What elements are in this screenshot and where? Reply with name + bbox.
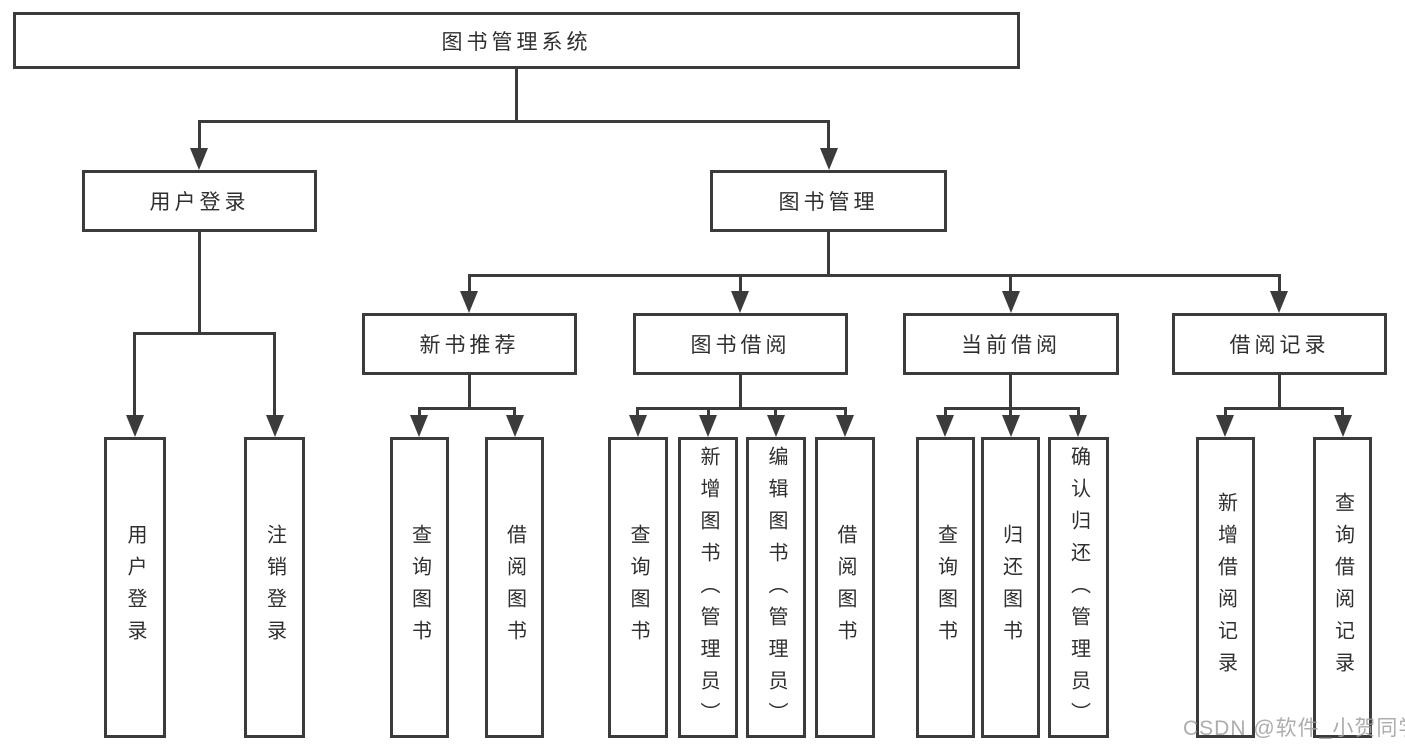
node-library-system: 图书管理系统 — [13, 12, 1020, 69]
connector-stem — [774, 407, 777, 417]
leaf-add-books-admin: 新增图书（管理员） — [678, 437, 738, 738]
arrowhead-down — [1069, 415, 1087, 437]
node-user-login: 用户登录 — [82, 170, 317, 232]
arrowhead-down — [820, 148, 838, 170]
connector-stem — [1341, 407, 1344, 417]
connector-stem — [133, 332, 136, 417]
connector-hline — [1224, 407, 1344, 410]
connector-stem — [418, 407, 421, 417]
leaf-edit-books-admin: 编辑图书（管理员） — [746, 437, 806, 738]
connector-stem — [636, 407, 639, 417]
arrowhead-down — [629, 415, 647, 437]
connector-vline — [827, 232, 830, 277]
arrowhead-down — [1334, 415, 1352, 437]
connector-hline — [468, 274, 1281, 277]
arrowhead-down — [936, 415, 954, 437]
arrowhead-down — [506, 415, 524, 437]
leaf-borrow-books: 借阅图书 — [815, 437, 875, 738]
connector-vline — [1278, 375, 1281, 410]
arrowhead-down — [836, 415, 854, 437]
leaf-confirm-return-admin: 确认归还（管理员） — [1048, 437, 1109, 738]
connector-stem — [827, 120, 830, 150]
connector-stem — [1009, 274, 1012, 293]
arrowhead-down — [126, 415, 144, 437]
connector-vline — [739, 375, 742, 410]
connector-vline — [198, 232, 201, 335]
leaf-user-login: 用户登录 — [104, 437, 166, 738]
connector-stem — [739, 274, 742, 293]
connector-stem — [944, 407, 947, 417]
node-current-borrowing: 当前借阅 — [903, 313, 1119, 375]
connector-stem — [513, 407, 516, 417]
connector-hline — [198, 120, 830, 123]
connector-hline — [944, 407, 1080, 410]
leaf-add-borrow-record: 新增借阅记录 — [1196, 437, 1255, 738]
leaf-logout: 注销登录 — [244, 437, 305, 738]
arrowhead-down — [460, 291, 478, 313]
arrowhead-down — [410, 415, 428, 437]
connector-stem — [844, 407, 847, 417]
arrowhead-down — [1270, 291, 1288, 313]
connector-stem — [468, 274, 471, 293]
connector-vline — [468, 375, 471, 410]
connector-hline — [636, 407, 847, 410]
arrowhead-down — [266, 415, 284, 437]
leaf-query-books-recommend: 查询图书 — [390, 437, 449, 738]
connector-vline — [515, 69, 518, 123]
arrowhead-down — [767, 415, 785, 437]
arrowhead-down — [1002, 415, 1020, 437]
connector-stem — [1009, 407, 1012, 417]
connector-stem — [707, 407, 710, 417]
connector-hline — [418, 407, 516, 410]
csdn-watermark: CSDN @软件_小贺同学 — [1183, 717, 1405, 740]
arrowhead-down — [1002, 291, 1020, 313]
node-book-management: 图书管理 — [710, 170, 947, 232]
connector-stem — [1278, 274, 1281, 293]
arrowhead-down — [731, 291, 749, 313]
arrowhead-down — [699, 415, 717, 437]
leaf-return-books: 归还图书 — [981, 437, 1040, 738]
leaf-query-borrow-record: 查询借阅记录 — [1313, 437, 1372, 738]
node-book-borrowing: 图书借阅 — [633, 313, 848, 375]
connector-vline — [1009, 375, 1012, 410]
arrowhead-down — [1216, 415, 1234, 437]
leaf-borrow-books-recommend: 借阅图书 — [485, 437, 544, 738]
connector-stem — [1077, 407, 1080, 417]
connector-stem — [1224, 407, 1227, 417]
connector-hline — [133, 332, 276, 335]
arrowhead-down — [190, 148, 208, 170]
node-new-book-recommend: 新书推荐 — [362, 313, 577, 375]
leaf-query-books-borrowing: 查询图书 — [608, 437, 668, 738]
node-borrowing-records: 借阅记录 — [1172, 313, 1387, 375]
connector-stem — [198, 120, 201, 150]
connector-stem — [273, 332, 276, 417]
leaf-query-books-current: 查询图书 — [916, 437, 975, 738]
